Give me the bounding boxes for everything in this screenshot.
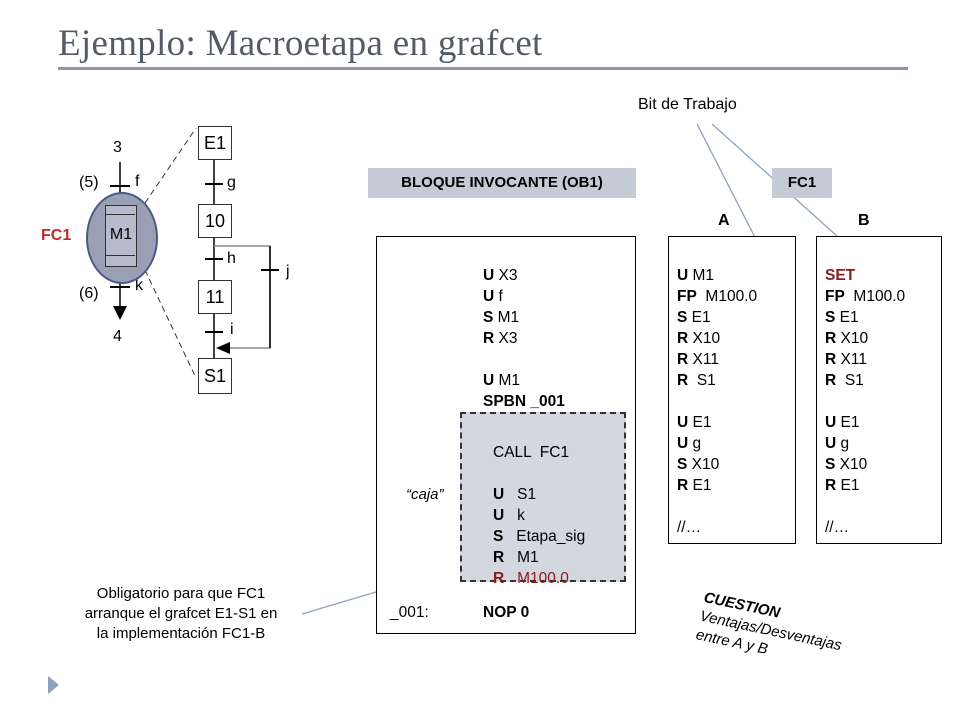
zoom-line-top <box>144 127 197 204</box>
loop-arrow <box>216 342 230 354</box>
fc1-macro-label: FC1 <box>41 227 72 244</box>
transition-h-label: h <box>227 250 236 267</box>
step-e1: E1 <box>198 126 232 160</box>
page-title: Ejemplo: Macroetapa en grafcet <box>58 23 543 64</box>
macrostep-box <box>105 205 137 267</box>
left-grafcet-arrow <box>113 306 127 320</box>
nop-instruction: NOP 0 <box>483 604 530 621</box>
arrow-bit-a <box>696 123 765 257</box>
transition-j-label: j <box>286 263 290 280</box>
zoom-line-bottom <box>144 269 197 379</box>
transition-g-label: g <box>227 174 236 191</box>
step-6-label: (6) <box>79 285 99 302</box>
step-5-label: (5) <box>79 174 99 191</box>
transition-k-label: k <box>135 277 143 294</box>
slide-bullet-icon <box>48 676 59 694</box>
column-a-label: A <box>718 212 730 229</box>
step-11: 11 <box>198 280 232 314</box>
caja-label: “caja” <box>406 486 444 503</box>
label-001: _001: <box>390 604 429 621</box>
fc1-a-panel <box>668 236 796 544</box>
macrostep-label: M1 <box>109 226 133 243</box>
fc1-header: FC1 <box>772 168 832 198</box>
note-obligatorio: Obligatorio para que FC1 arranque el gra… <box>84 585 278 642</box>
step-4-label: 4 <box>113 328 122 345</box>
step-3-label: 3 <box>113 139 122 156</box>
bit-trabajo-label: Bit de Trabajo <box>638 96 737 113</box>
transition-f-label: f <box>135 173 140 190</box>
column-b-label: B <box>858 212 870 229</box>
step-s1: S1 <box>198 358 232 394</box>
ob1-header: BLOQUE INVOCANTE (OB1) <box>368 168 636 198</box>
fc1-b-panel <box>816 236 942 544</box>
transition-i-label: i <box>230 321 234 338</box>
title-underline <box>58 67 908 70</box>
caja-region <box>460 412 626 582</box>
step-10: 10 <box>198 204 232 238</box>
